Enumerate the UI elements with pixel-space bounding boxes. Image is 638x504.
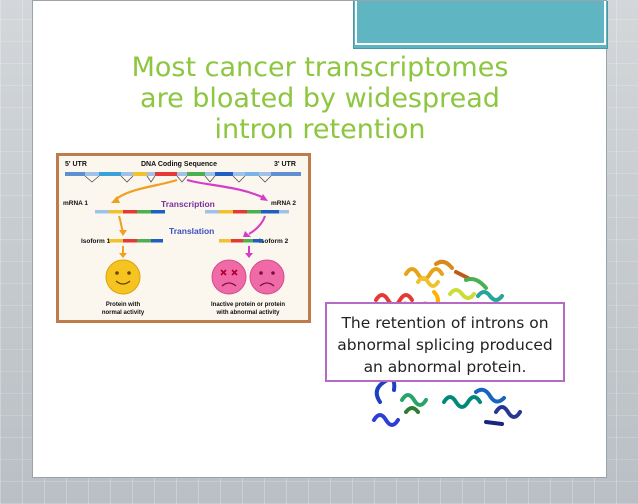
label-cds: DNA Coding Sequence <box>141 161 217 168</box>
sad-face-icon <box>249 259 285 295</box>
label-transcription: Transcription <box>161 199 215 209</box>
label-isoform1: Isoform 1 <box>81 238 111 245</box>
accent-bar-inner <box>355 1 606 45</box>
happy-face-icon <box>105 259 141 295</box>
dna-strand <box>65 172 301 176</box>
mrna1-strand <box>95 210 165 214</box>
label-5utr: 5' UTR <box>65 161 87 168</box>
splice-chevrons <box>84 175 272 183</box>
transcription-arrow-left <box>114 178 178 201</box>
callout-box: The retention of introns on abnormal spl… <box>325 302 565 382</box>
label-3utr: 3' UTR <box>274 161 296 168</box>
caption-abnormal-line1: Inactive protein or protein <box>211 302 285 308</box>
caption-abnormal-line2: with abnormal activity <box>215 310 280 316</box>
translation-arrow-right <box>248 215 266 235</box>
mrna2-strand <box>205 210 289 214</box>
label-isoform2: Isoform 2 <box>259 238 289 245</box>
isoform1-strand <box>109 239 163 243</box>
translation-arrow-left <box>118 215 124 233</box>
caption-normal-line1: Protein with <box>106 302 141 308</box>
transcription-arrow-right <box>186 178 265 199</box>
label-mrna1: mRNA 1 <box>63 200 88 207</box>
isoform2-strand <box>219 239 263 243</box>
label-translation: Translation <box>169 226 214 236</box>
splicing-diagram: 5' UTR DNA Coding Sequence 3' UTR <box>56 153 311 323</box>
slide-title: Most cancer transcriptomes are bloated b… <box>131 52 509 145</box>
slide <box>32 0 608 478</box>
label-mrna2: mRNA 2 <box>271 200 296 207</box>
inactive-face-icon <box>211 259 247 295</box>
caption-normal-line2: normal activity <box>102 310 145 316</box>
protein-structure-image <box>366 252 526 432</box>
